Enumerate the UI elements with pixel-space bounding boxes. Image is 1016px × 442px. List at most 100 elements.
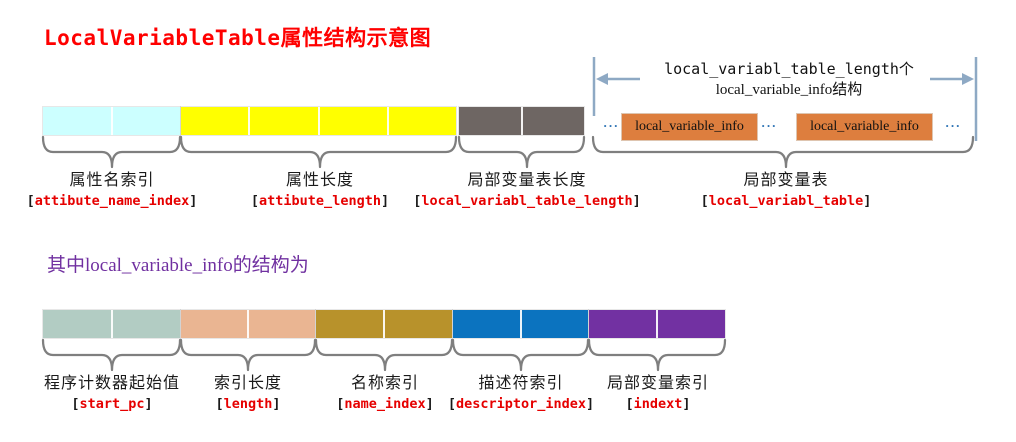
cell: [181, 107, 248, 135]
block-local-variable-index: [589, 310, 725, 338]
label-code-descriptor-index: [descriptor_index]: [448, 396, 594, 412]
cell: [317, 107, 387, 135]
label-code-name-index: [name_index]: [336, 396, 434, 412]
label-code-attribute-name-index: [attibute_name_index]: [27, 193, 198, 209]
label-zh-attribute-length: 属性长度: [285, 172, 355, 189]
code-text: attibute_length: [259, 193, 381, 209]
bracket-open: [: [413, 193, 422, 209]
label-zh-start-pc: 程序计数器起始值: [43, 375, 181, 392]
block-start-pc: [43, 310, 180, 338]
bracket-close: ]: [272, 396, 281, 412]
label-local-variable-table-length: 局部变量表长度 [local_variabl_table_length]: [413, 166, 641, 209]
bracket-close: ]: [682, 396, 691, 412]
cell: [248, 107, 317, 135]
brace-name-index: [314, 338, 454, 372]
cell: [43, 107, 111, 135]
code-text: attibute_name_index: [34, 193, 190, 209]
cell: [453, 310, 520, 338]
label-local-variable-index: 局部变量索引 [indext]: [607, 369, 709, 412]
bracket-open: [: [26, 193, 35, 209]
code-text: local_variabl_table: [708, 193, 864, 209]
label-zh-local-variable-table-length: 局部变量表长度: [467, 172, 587, 189]
cell: [110, 107, 181, 135]
bracket-close: ]: [380, 193, 390, 209]
cell: [181, 310, 247, 338]
label-zh-descriptor-index: 描述符索引: [478, 375, 564, 392]
block-descriptor-index: [453, 310, 588, 338]
brace-local-variable-table-length: [457, 135, 586, 169]
cell: [656, 310, 725, 338]
label-code-length: [length]: [214, 396, 282, 412]
cell: [247, 310, 315, 338]
cell: [459, 107, 521, 135]
bracket-open: [: [700, 193, 709, 209]
bracket-close: ]: [189, 193, 198, 209]
label-length: 索引长度 [length]: [214, 369, 282, 412]
bracket-open: [: [215, 396, 224, 412]
local-variable-info-box-2: local_variable_info: [797, 114, 932, 140]
bracket-open: [: [625, 396, 634, 412]
dimension-note-line1: local_variabl_table_length个: [664, 60, 914, 78]
brace-attribute-name-index: [41, 135, 182, 169]
cell: [520, 107, 585, 135]
bracket-open: [: [447, 396, 456, 412]
diagram-title: LocalVariableTable属性结构示意图: [44, 26, 432, 50]
code-text: name_index: [344, 396, 426, 412]
label-local-variable-table: 局部变量表 [local_variabl_table]: [701, 166, 872, 209]
left-arrow-icon: [596, 73, 608, 85]
label-attribute-length: 属性长度 [attibute_length]: [251, 166, 389, 209]
label-name-index: 名称索引 [name_index]: [336, 369, 434, 412]
label-attribute-name-index: 属性名索引 [attibute_name_index]: [27, 166, 198, 209]
block-name-index: [316, 310, 452, 338]
label-start-pc: 程序计数器起始值 [start_pc]: [44, 369, 180, 412]
label-zh-length: 索引长度: [213, 375, 283, 392]
cell: [589, 310, 656, 338]
bracket-open: [: [336, 396, 345, 412]
bracket-close: ]: [863, 193, 872, 209]
cell: [386, 107, 456, 135]
brace-start-pc: [41, 338, 182, 372]
cell: [43, 310, 111, 338]
code-text: descriptor_index: [455, 396, 587, 412]
block-length: [181, 310, 315, 338]
dimension-note-line2: local_variable_info结构: [715, 82, 863, 98]
brace-length: [179, 338, 317, 372]
code-text: length: [223, 396, 273, 412]
code-text: indext: [633, 396, 683, 412]
cell: [519, 310, 589, 338]
bracket-open: [: [71, 396, 80, 412]
label-code-start-pc: [start_pc]: [44, 396, 180, 412]
bracket-close: ]: [632, 193, 641, 209]
code-text: start_pc: [79, 396, 145, 412]
cell: [383, 310, 452, 338]
block-attribute-length: [181, 107, 456, 135]
cell: [110, 310, 181, 338]
block-local-variable-table-length: [459, 107, 584, 135]
info-structure-subtitle: 其中local_variable_info的结构为: [47, 255, 309, 276]
brace-descriptor-index: [451, 338, 590, 372]
right-arrow-icon: [962, 73, 974, 85]
bracket-close: ]: [586, 396, 595, 412]
bracket-close: ]: [144, 396, 153, 412]
label-code-local-variable-table: [local_variabl_table]: [701, 193, 872, 209]
brace-local-variable-index: [587, 338, 727, 372]
code-text: local_variabl_table_length: [421, 193, 633, 209]
label-zh-name-index: 名称索引: [350, 375, 419, 392]
label-code-local-variable-index: [indext]: [607, 396, 709, 412]
ellipsis-dots-2: ···: [760, 118, 778, 133]
cell: [316, 310, 383, 338]
label-code-attribute-length: [attibute_length]: [251, 193, 389, 209]
bracket-close: ]: [425, 396, 434, 412]
brace-attribute-length: [179, 135, 458, 169]
local-variable-info-box-1: local_variable_info: [622, 114, 757, 140]
label-zh-local-variable-table: 局部变量表: [743, 172, 829, 189]
brace-local-variable-table: [591, 135, 975, 169]
label-descriptor-index: 描述符索引 [descriptor_index]: [448, 369, 594, 412]
label-zh-local-variable-index: 局部变量索引: [606, 375, 710, 392]
bracket-open: [: [250, 193, 260, 209]
ellipsis-dots-3: ···: [944, 118, 962, 133]
label-code-local-variable-table-length: [local_variabl_table_length]: [413, 193, 641, 209]
label-zh-attribute-name-index: 属性名索引: [69, 172, 155, 189]
block-attribute-name-index: [43, 107, 180, 135]
